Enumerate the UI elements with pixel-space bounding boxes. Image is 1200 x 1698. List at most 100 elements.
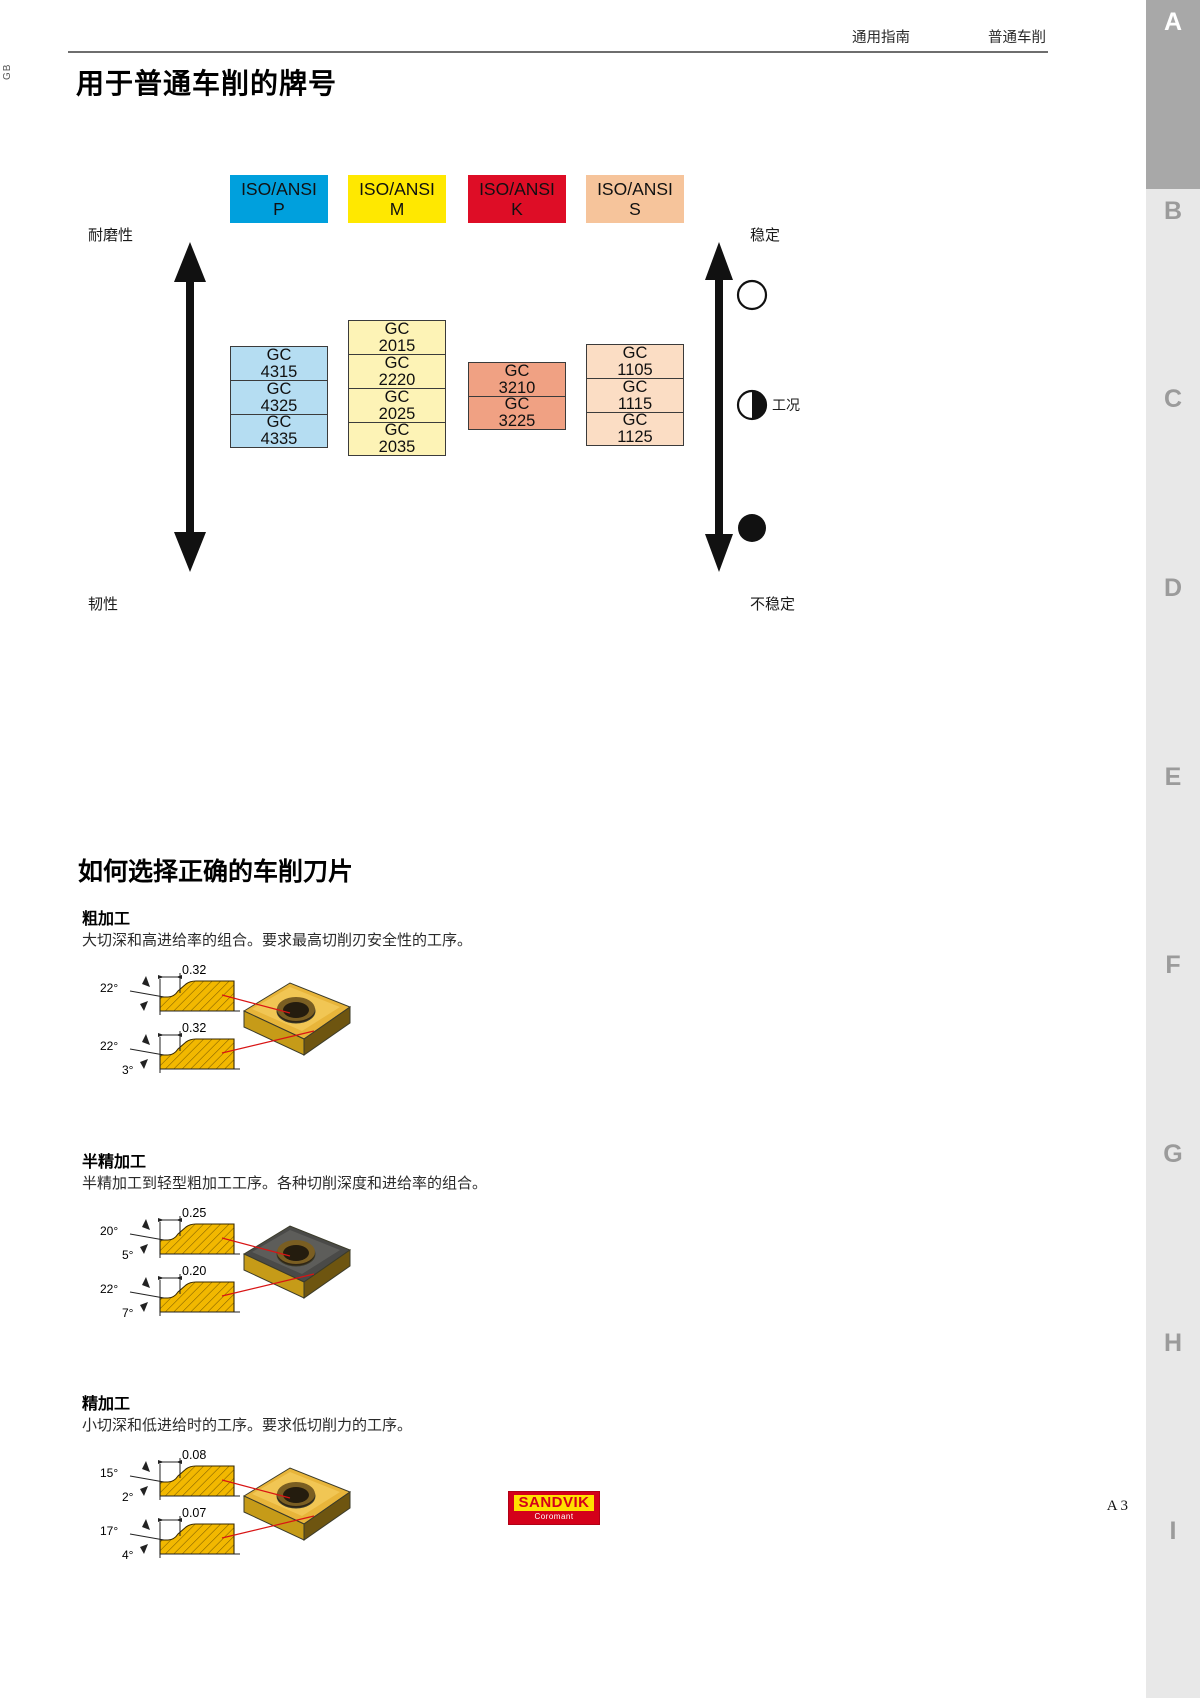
profile-angle-secondary: 2°: [122, 1490, 134, 1504]
index-tab-h[interactable]: H: [1146, 1320, 1200, 1510]
profile-angle-secondary: 5°: [122, 1248, 134, 1262]
grade-prefix: GC: [266, 379, 292, 398]
logo-subtitle: Coromant: [534, 1512, 574, 1521]
grade-number: 1125: [617, 428, 653, 446]
profile-row: 15°2° 0.08: [100, 1448, 300, 1506]
condition-marker-open-icon: [736, 279, 768, 311]
page-title: 用于普通车削的牌号: [76, 68, 338, 99]
grade-number: 2220: [378, 370, 416, 389]
sandvik-coromant-logo: SANDVIK Coromant: [508, 1491, 600, 1525]
iso-header-line1: ISO/ANSI: [479, 179, 555, 199]
grade-number: 2015: [378, 336, 416, 355]
profile-row: 22°7°0.20: [100, 1264, 300, 1322]
profile-angle-secondary: 3°: [122, 1063, 134, 1077]
page-number: A 3: [1106, 1498, 1128, 1514]
index-tab-g[interactable]: G: [1146, 1132, 1200, 1321]
profile-angle-secondary: 7°: [122, 1306, 134, 1320]
profile-angle-primary: 20°: [100, 1224, 119, 1238]
grade-prefix: GC: [266, 413, 292, 431]
index-tab-e[interactable]: E: [1146, 754, 1200, 944]
grade-prefix: GC: [384, 319, 410, 338]
grade-number: 4315: [260, 362, 298, 381]
index-tab-c[interactable]: C: [1146, 377, 1200, 566]
profile-row: 20°5° 0.25: [100, 1206, 300, 1264]
index-tab-i[interactable]: I: [1146, 1509, 1200, 1698]
condition-marker-solid-icon: [738, 514, 766, 542]
grade-number: 1115: [617, 394, 653, 413]
breadcrumb-section: 普通车削: [988, 30, 1046, 46]
condition-marker-half-icon: [736, 389, 768, 421]
iso-header-line2: M: [389, 199, 405, 219]
iso-header-line2: K: [511, 199, 523, 219]
profile-land-width: 0.32: [182, 963, 207, 977]
iso-header-line1: ISO/ANSI: [597, 179, 673, 199]
grade-prefix: GC: [384, 353, 410, 372]
grade-prefix: GC: [622, 377, 648, 396]
profile-angle-primary: 17°: [100, 1524, 119, 1538]
profile-land-width: 0.25: [182, 1206, 207, 1220]
subsection-body: 小切深和低进给时的工序。要求低切削力的工序。: [82, 1418, 413, 1434]
grade-number: 3225: [498, 412, 536, 430]
profile-land-width: 0.07: [182, 1506, 207, 1520]
edition-mark: GB: [2, 63, 13, 80]
subsection-figure: 15°2° 0.08 17°4° 0.07: [82, 1448, 382, 1570]
index-tab-d[interactable]: D: [1146, 566, 1200, 755]
index-tab-f[interactable]: F: [1146, 943, 1200, 1132]
iso-header-line2: P: [273, 199, 285, 219]
profile-row: 22°3° 0.32: [100, 1021, 300, 1079]
subsection-2: 半精加工半精加工到轻型粗加工工序。各种切削深度和进给率的组合。 20°5° 0.25…: [82, 1148, 702, 1328]
insert-3d-illustration: [242, 1225, 352, 1299]
subsection-body: 大切深和高进给率的组合。要求最高切削刃安全性的工序。: [82, 933, 473, 949]
iso-header-line1: ISO/ANSI: [241, 179, 317, 199]
section-title-insert-selection: 如何选择正确的车削刀片: [78, 858, 354, 886]
profile-land-width: 0.20: [182, 1264, 207, 1278]
subsection-body: 半精加工到轻型粗加工工序。各种切削深度和进给率的组合。: [82, 1176, 488, 1192]
page-header: 通用指南 普通车削: [68, 26, 1046, 47]
grade-prefix: GC: [504, 361, 530, 380]
index-tab-a[interactable]: A: [1146, 0, 1200, 189]
logo-wordmark: SANDVIK: [514, 1495, 594, 1511]
profile-angle-primary: 22°: [100, 981, 119, 995]
profile-land-width: 0.08: [182, 1448, 207, 1462]
subsection-title: 半精加工: [82, 1154, 147, 1171]
profile-land-width: 0.32: [182, 1021, 207, 1035]
profile-angle-primary: 15°: [100, 1466, 119, 1480]
subsection-title: 粗加工: [82, 911, 131, 928]
iso-header-line2: S: [629, 199, 641, 219]
grade-prefix: GC: [384, 421, 410, 439]
profile-angle-primary: 22°: [100, 1039, 119, 1053]
profile-angle-secondary: 4°: [122, 1548, 134, 1562]
index-tab-b[interactable]: B: [1146, 188, 1200, 378]
profile-row: 22° 0.32: [100, 963, 300, 1021]
insert-3d-illustration: [242, 1467, 352, 1541]
wear-toughness-arrow: [174, 242, 206, 572]
grade-number: 4325: [260, 396, 298, 415]
grade-prefix: GC: [504, 395, 530, 413]
edge-profile-diagram: [129, 1516, 240, 1558]
grade-prefix: GC: [266, 345, 292, 364]
axis-label-wear: 耐磨性: [88, 228, 134, 244]
grade-number: 1105: [617, 360, 653, 379]
